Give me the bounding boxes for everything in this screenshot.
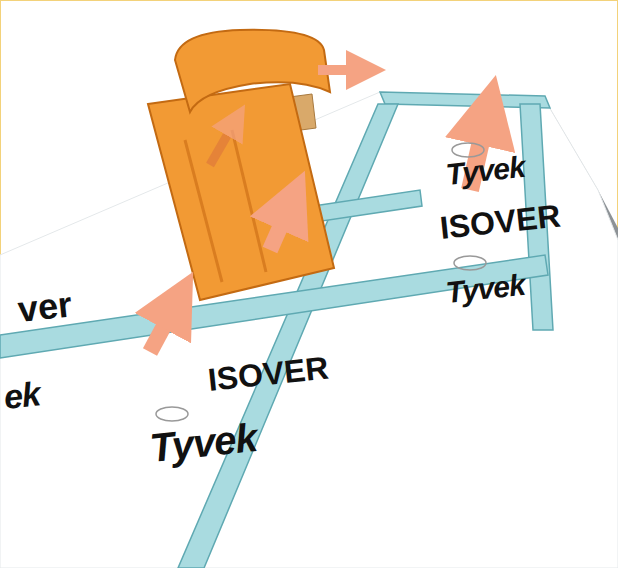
brand-label: ver xyxy=(16,286,74,327)
brand-label: ek xyxy=(2,376,41,414)
logo-oval xyxy=(452,143,484,157)
airflow-arrow xyxy=(270,200,292,250)
airflow-arrow xyxy=(210,120,236,165)
logo-oval xyxy=(156,407,188,421)
brand-label: Tyvek xyxy=(148,417,259,468)
airflow-arrow xyxy=(318,65,366,75)
roof-tile xyxy=(148,84,334,300)
airflow-arrow xyxy=(150,300,178,352)
ridge-tile xyxy=(175,30,330,112)
logo-oval xyxy=(454,256,486,270)
tile-ridges xyxy=(185,130,266,282)
